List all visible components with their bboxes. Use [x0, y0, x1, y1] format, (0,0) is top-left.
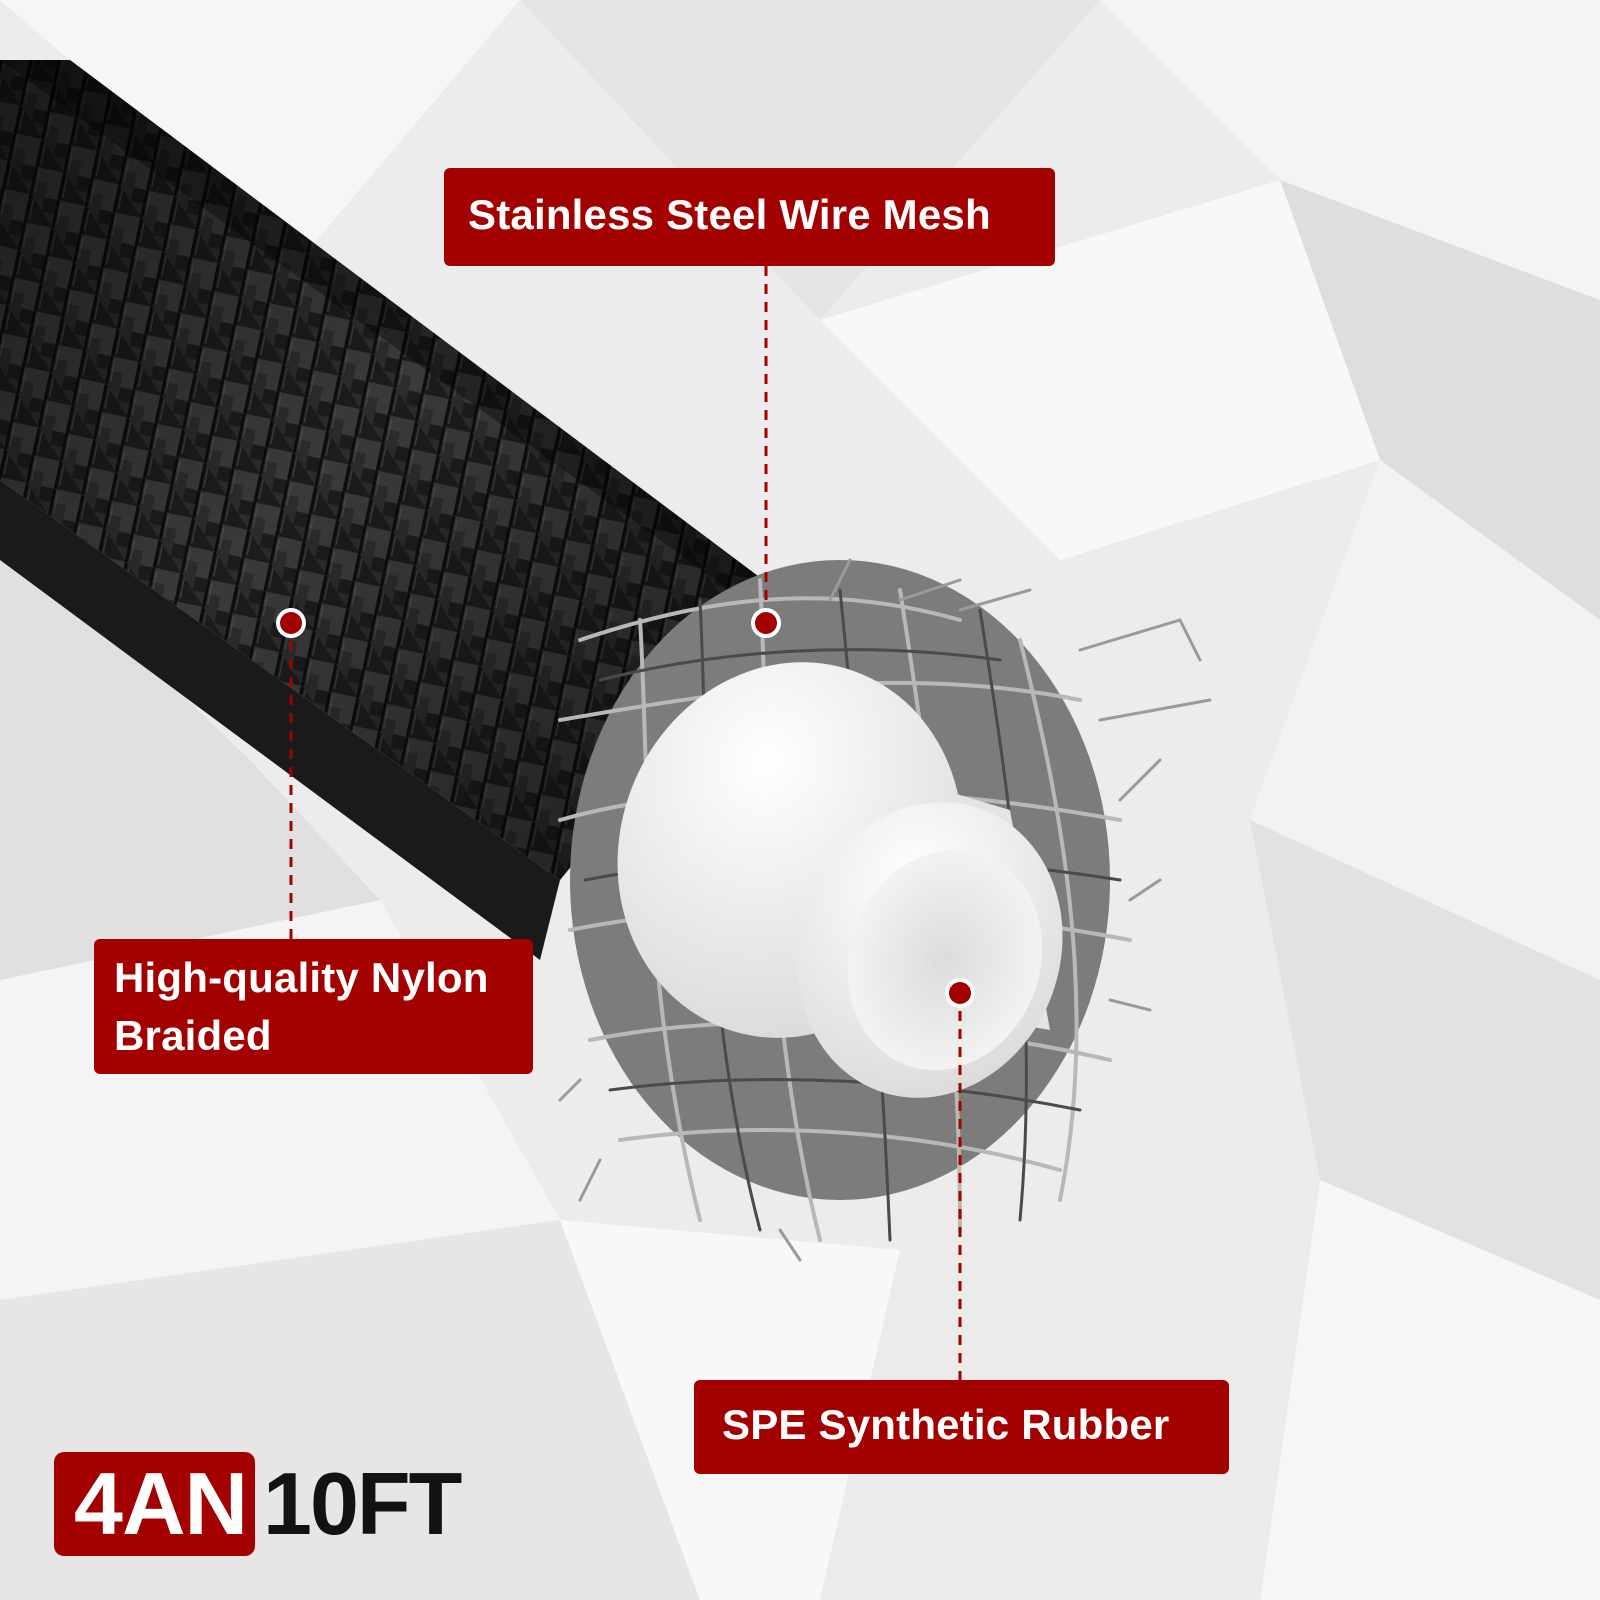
callout-nylon-line2: Braided — [114, 1012, 272, 1059]
marker-dots — [276, 608, 975, 1008]
callout-nylon-braided: High-quality Nylon Braided — [94, 939, 533, 1074]
marker-dot-nylon-core — [280, 612, 302, 634]
leader-lines — [289, 266, 962, 1380]
callout-spe-synthetic-rubber: SPE Synthetic Rubber — [694, 1380, 1229, 1474]
marker-dot-mesh-core — [755, 612, 777, 634]
spec-size: 4AN — [54, 1452, 256, 1556]
marker-dot-rubber-core — [949, 982, 971, 1004]
callout-nylon-line1: High-quality Nylon — [114, 954, 489, 1001]
spec-length: 10FT — [263, 1454, 462, 1553]
rubber-liner — [617, 662, 1063, 1098]
callout-stainless-steel-wire-mesh: Stainless Steel Wire Mesh — [444, 168, 1055, 266]
hose-body — [0, 60, 790, 960]
spec-badge: 4AN 10FT — [54, 1452, 462, 1556]
